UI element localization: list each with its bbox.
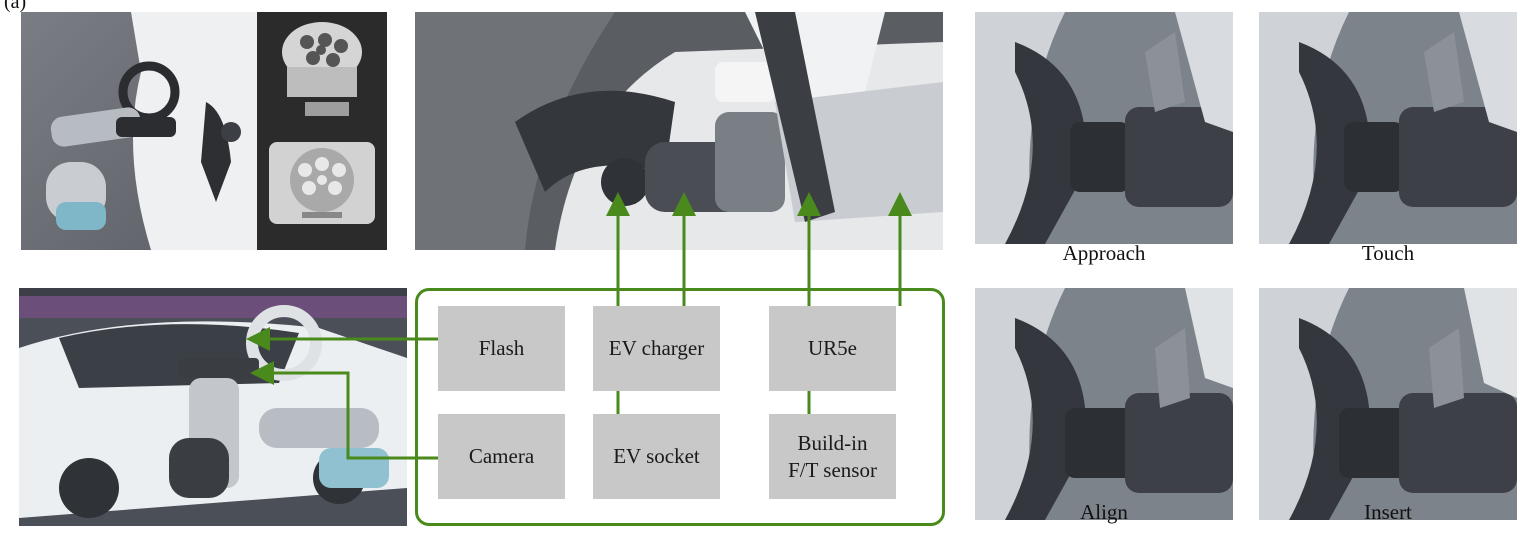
ev-charger-label: EV charger: [608, 336, 705, 360]
robot-parking-lot-photo: [19, 288, 407, 526]
camera-label: Camera: [468, 444, 535, 468]
ft-sensor-label-line1: Build-in: [797, 430, 868, 455]
ev-socket-label: EV socket: [613, 444, 700, 468]
ev-socket-module: EV socket: [593, 414, 720, 499]
ft-sensor-label-wrap: Build-in F/T sensor: [788, 430, 877, 484]
flash-label: Flash: [478, 336, 525, 360]
insert-label: Insert: [1364, 500, 1412, 524]
ft-sensor-module: Build-in F/T sensor: [769, 414, 896, 499]
plug-insertion-photo: [415, 12, 943, 250]
ur5e-module: UR5e: [769, 306, 896, 391]
approach-label: Approach: [1062, 241, 1146, 265]
align-label: Align: [1080, 500, 1128, 524]
touch-stage-photo: [1259, 12, 1517, 244]
insert-stage-photo: [1259, 288, 1517, 520]
connector-models-photo: [257, 12, 387, 250]
align-stage-photo: [975, 288, 1233, 520]
flash-module: Flash: [438, 306, 565, 391]
ev-charger-module: EV charger: [593, 306, 720, 391]
panel-label: (a): [4, 0, 27, 13]
robot-arm-car-photo: [21, 12, 257, 250]
approach-stage-photo: [975, 12, 1233, 244]
touch-label: Touch: [1361, 241, 1415, 265]
camera-module: Camera: [438, 414, 565, 499]
ft-sensor-label-line2: F/T sensor: [788, 457, 877, 482]
ur5e-label: UR5e: [808, 336, 857, 360]
ev-socket-3d-icon: [269, 142, 375, 224]
ev-plug-3d-icon: [282, 22, 362, 116]
